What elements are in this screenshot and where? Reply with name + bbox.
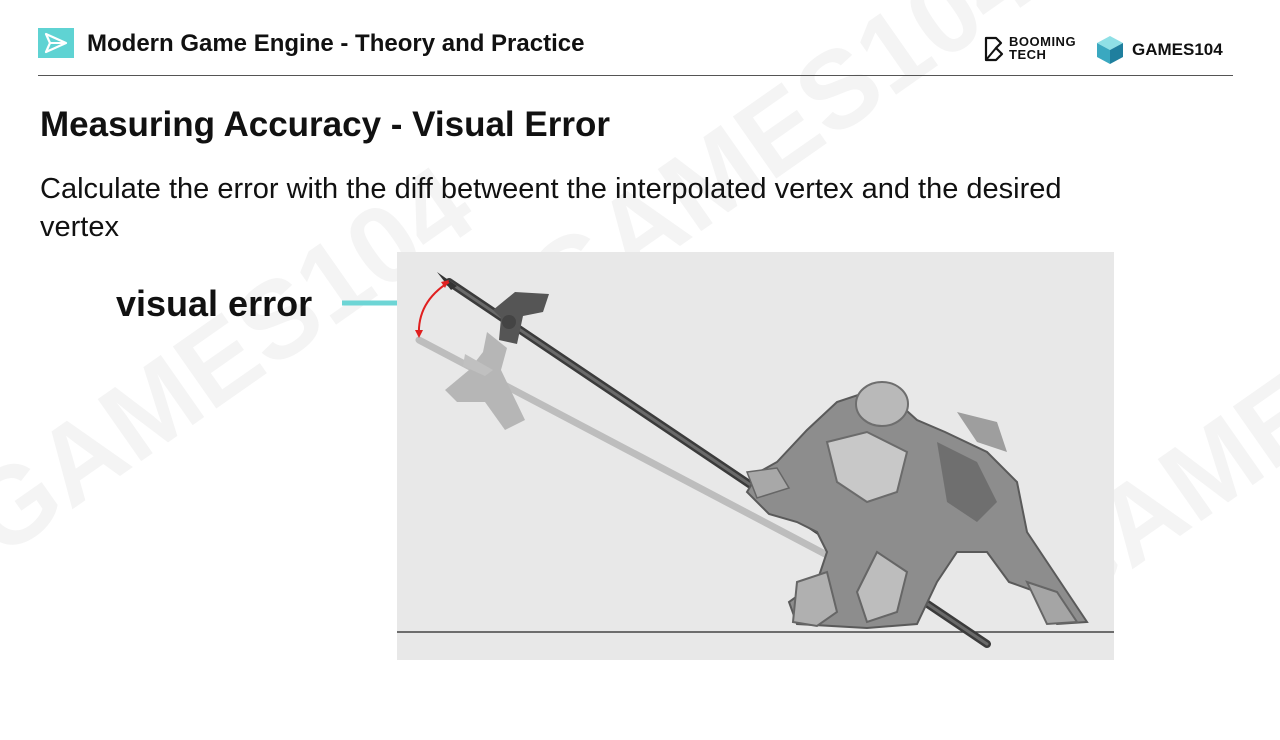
- games104-logo: GAMES104: [1094, 34, 1234, 66]
- visual-error-label: visual error: [116, 283, 313, 324]
- cube-icon: [1097, 36, 1123, 64]
- header-divider: [38, 75, 1233, 76]
- armored-character: [745, 381, 1089, 630]
- play-logo-icon: [38, 28, 74, 58]
- booming-line1: BOOMING: [1009, 34, 1077, 49]
- slide-title: Measuring Accuracy - Visual Error: [40, 105, 610, 144]
- slide-body-text: Calculate the error with the diff betwee…: [40, 173, 1062, 243]
- games104-text: GAMES104: [1132, 40, 1223, 59]
- pose-error-figure: [397, 252, 1114, 660]
- error-arc: [415, 280, 450, 338]
- slide-header: Modern Game Engine - Theory and Practice…: [0, 0, 1280, 76]
- booming-line2: TECH: [1009, 47, 1047, 62]
- booming-b-icon: [984, 36, 1004, 62]
- course-title: Modern Game Engine - Theory and Practice: [87, 30, 585, 57]
- interpolated-halberd: [415, 332, 901, 596]
